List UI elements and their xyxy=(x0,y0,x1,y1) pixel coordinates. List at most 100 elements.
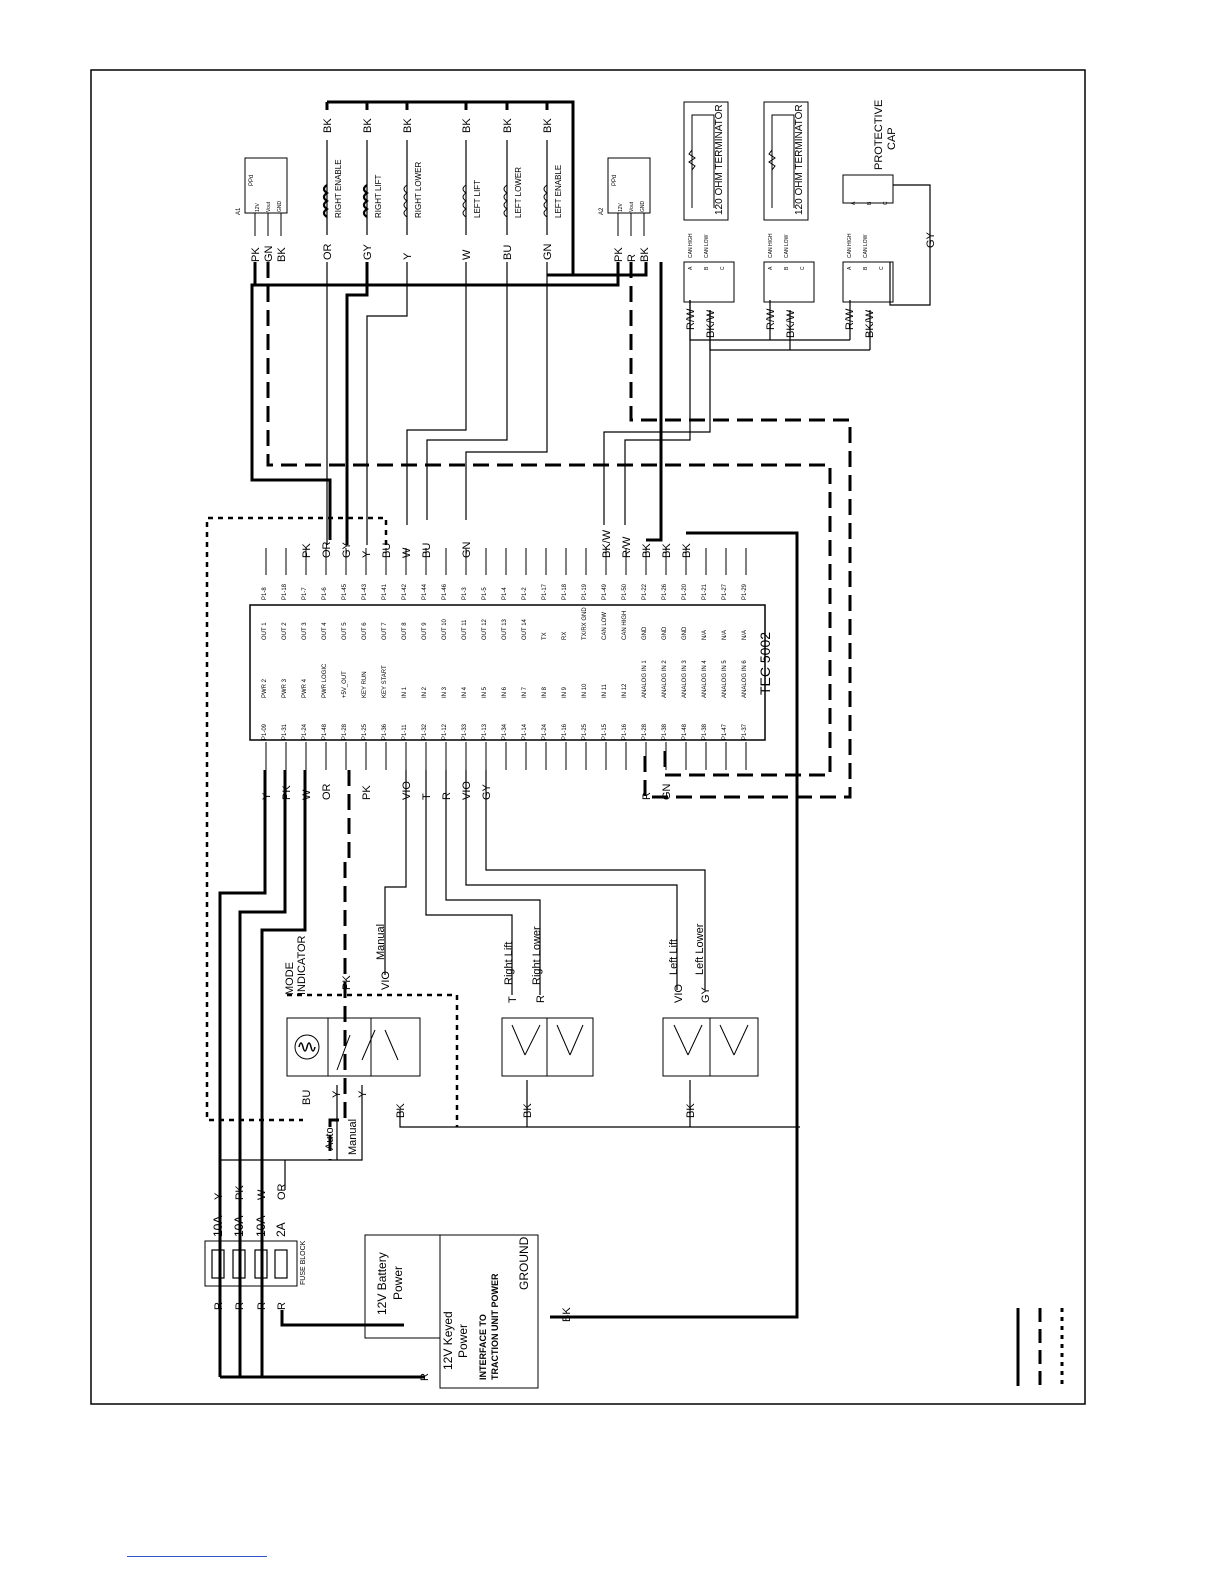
sensor-tag: PPd xyxy=(612,175,618,186)
ground-wire-label: BK xyxy=(561,1307,573,1322)
mode-wire-y2: Y xyxy=(357,1090,369,1098)
right-switch-wire-r: R xyxy=(535,995,547,1003)
controller-right-pin-label: N/A xyxy=(742,630,748,640)
terminator-box xyxy=(763,101,809,221)
controller-right-pin-label: OUT 6 xyxy=(362,622,368,640)
sensor-wire-label: PK xyxy=(613,247,625,262)
left-switch-label-lower: Left Lower xyxy=(694,923,706,975)
controller-name: TEC 5002 xyxy=(757,632,773,695)
controller-left-pin-number: P1-28 xyxy=(642,723,648,740)
controller-right-wire-label: BK xyxy=(661,543,673,558)
controller-left-pin-number: P1-48 xyxy=(682,723,688,740)
can-pin-label: CAN LOW xyxy=(784,234,790,258)
controller-right-pin-label: OUT 12 xyxy=(482,618,488,640)
controller-left-pin-label: IN 12 xyxy=(622,683,628,698)
mode-switch: MODE INDICATOR Manual Auto Manual PK VIO… xyxy=(284,924,421,1155)
controller-right-pin-number: P1-8 xyxy=(262,587,268,600)
controller-right-pin-number: P1-5 xyxy=(482,587,488,600)
keyed-label-2: Power xyxy=(456,1324,470,1358)
right-switch-wire-t: T xyxy=(507,996,519,1003)
cap-label-1: PROTECTIVE xyxy=(873,100,885,170)
sensor-pin-label: 12V xyxy=(255,202,261,212)
controller-right-pin-number: P1-7 xyxy=(302,587,308,600)
controller-left-pin-number: P1-14 xyxy=(522,723,528,740)
controller-left-wire-label: R xyxy=(641,792,653,800)
left-switch-wire-bk: BK xyxy=(685,1103,697,1118)
controller-left-pin-label: ANALOG IN 4 xyxy=(702,660,708,698)
resistor-icon xyxy=(688,114,715,208)
solenoid-coil-icon xyxy=(403,184,408,218)
mode-pos-manual-top: Manual xyxy=(375,924,387,960)
can-wire-label: BK/W xyxy=(864,309,876,338)
can-pin-label: CAN HIGH xyxy=(847,233,853,258)
keyed-label-1: 12V Keyed xyxy=(441,1311,455,1370)
controller-left-pin-label: IN 7 xyxy=(522,686,528,698)
fuse-out-wire-label: PK xyxy=(234,1185,246,1200)
solenoid-in-wire-label: GY xyxy=(362,243,374,260)
can-pin-letter: B xyxy=(784,266,790,270)
solenoid-label: RIGHT LIFT xyxy=(374,174,383,218)
sensor-pin-label: Vout xyxy=(629,201,635,212)
controller-left-pin-label: IN 10 xyxy=(582,683,588,698)
solenoid-out-wire-label: BK xyxy=(542,118,554,133)
solenoid-out-wire-label: BK xyxy=(362,118,374,133)
fuse-in-wire-label: R xyxy=(213,1302,225,1310)
controller-right-pin-label: OUT 7 xyxy=(382,622,388,640)
mode-wire-vio: VIO xyxy=(380,971,392,990)
battery-label-2: Power xyxy=(391,1266,405,1300)
controller-left-pin-label: IN 4 xyxy=(462,686,468,698)
right-switch-label-lower: Right Lower xyxy=(531,926,543,985)
right-switch-label-lift: Right Lift xyxy=(503,942,515,985)
solenoid-in-wire-label: W xyxy=(461,249,473,260)
solenoid-label: RIGHT ENABLE xyxy=(334,159,343,218)
controller-right-pin-number: P1-27 xyxy=(722,583,728,600)
can-wire-label: R/W xyxy=(844,308,856,330)
controller-right-pin-label: TX/RX GND xyxy=(582,607,588,640)
can-pin-label: CAN LOW xyxy=(863,234,869,258)
controller-left-pin-number: P1-16 xyxy=(562,723,568,740)
controller-left-pin-label: PWR 4 xyxy=(302,678,308,698)
controller-right-pin-label: OUT 13 xyxy=(502,618,508,640)
controller-left-pin-label: IN 1 xyxy=(402,686,408,698)
controller-right-pin-number: P1-26 xyxy=(662,583,668,600)
controller-left-pin-label: ANALOG IN 5 xyxy=(722,660,728,698)
controller-left-pin-label: ANALOG IN 2 xyxy=(662,660,668,698)
resistor-icon xyxy=(768,114,795,208)
can-pin-letter: B xyxy=(704,266,710,270)
solenoid-in-wire-label: GN xyxy=(542,243,554,260)
controller-left-pin-label: IN 3 xyxy=(442,686,448,698)
solenoid-in-wire-label: Y xyxy=(402,252,414,260)
ground-label: GROUND xyxy=(517,1236,531,1290)
controller-left-pin-label: PWR 2 xyxy=(262,678,268,698)
controller-left-pin-number: P1-24 xyxy=(542,723,548,740)
fuse-rating-label: 10A xyxy=(211,1216,225,1237)
protective-cap: PROTECTIVE CAP xyxy=(842,100,898,303)
controller-right-pin-number: P1-43 xyxy=(362,583,368,600)
keyed-wire-label: R xyxy=(419,1373,431,1381)
sensor-wire-label: BK xyxy=(276,247,288,262)
solenoid-label: LEFT ENABLE xyxy=(554,165,563,218)
controller-left-pin-number: P1-16 xyxy=(622,723,628,740)
controller-right-pin-number: P1-17 xyxy=(542,583,548,600)
controller-left-pin-number: P1-32 xyxy=(422,723,428,740)
controller-left-wire-label: R xyxy=(441,792,453,800)
solenoid-out-wire-label: BK xyxy=(502,118,514,133)
sensor-pin-label: Vout xyxy=(266,201,272,212)
controller-right-pin-label: OUT 9 xyxy=(422,622,428,640)
controller-right-pin-number: P1-20 xyxy=(682,583,688,600)
solenoid-in-wire-label: OR xyxy=(322,243,334,260)
controller-right-pin-number: P1-19 xyxy=(582,583,588,600)
controller-right-wire-label: GN xyxy=(461,541,473,558)
solenoid-label: LEFT LOWER xyxy=(514,167,523,218)
can-pin-letter: C xyxy=(720,266,726,270)
controller-left-wire-label: VIO xyxy=(401,781,413,800)
controller-left-pin-number: P1-25 xyxy=(362,723,368,740)
sensor-pin-label: GND xyxy=(277,201,283,213)
solenoid-label: LEFT LIFT xyxy=(473,180,482,218)
solenoid-out-wire-label: BK xyxy=(461,118,473,133)
terminator-label: 120 OHM TERMINATOR xyxy=(714,104,725,215)
fuse-rating-label: 10A xyxy=(254,1216,268,1237)
